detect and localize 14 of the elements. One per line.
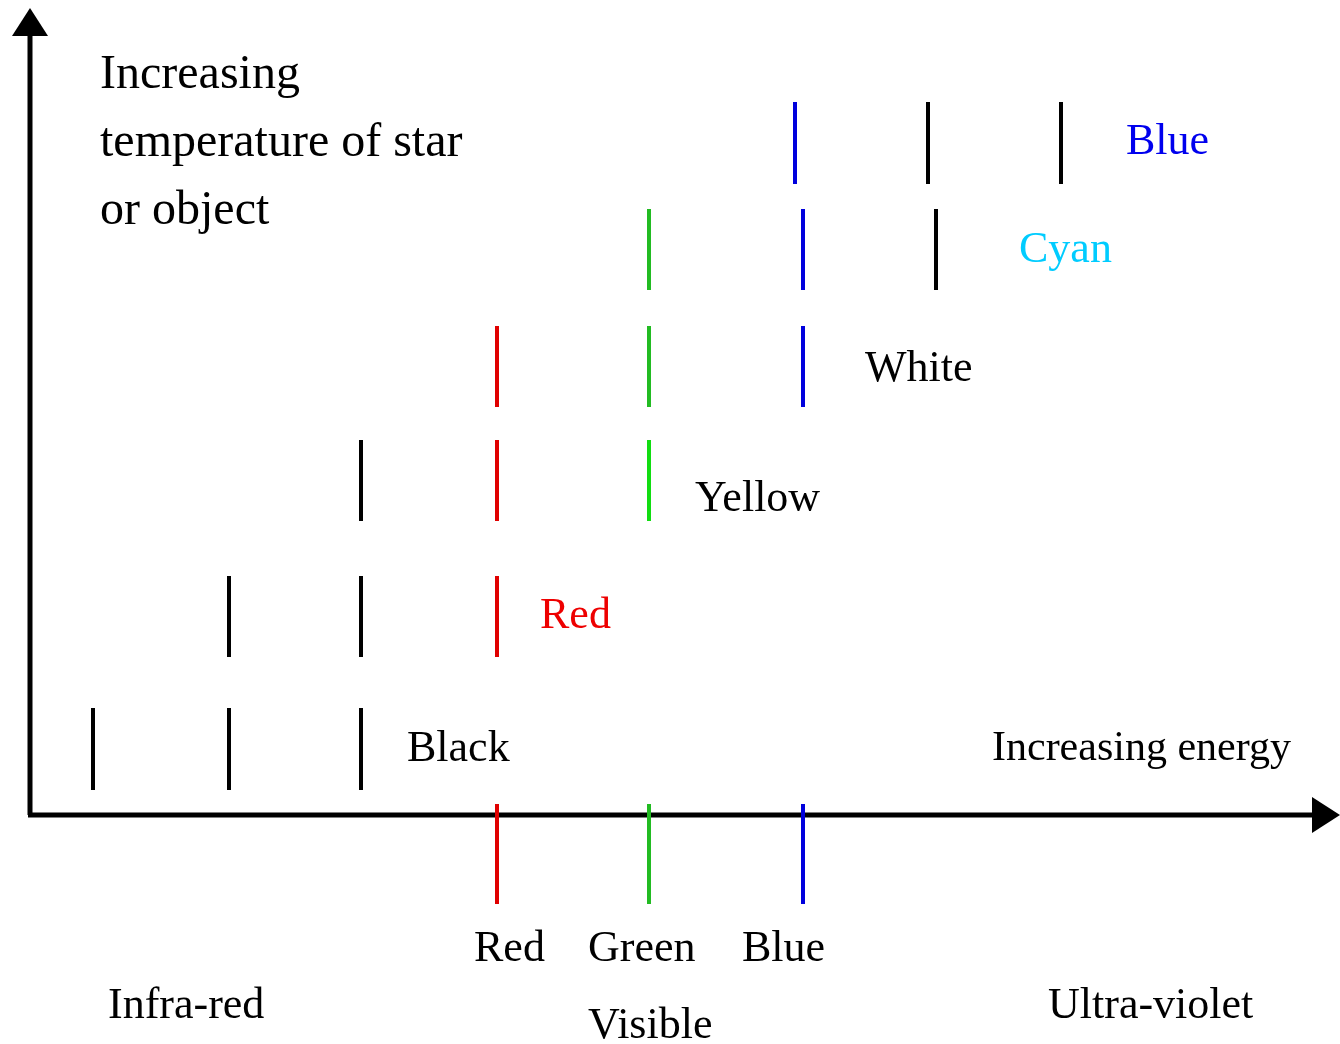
star-colour-label: Cyan [1019, 226, 1112, 270]
star-colour-label: Blue [1126, 118, 1210, 162]
band-label: Green [588, 925, 696, 969]
star-colour-label: Red [540, 592, 611, 636]
star-colour-label: Black [407, 725, 510, 769]
axis-title: Increasing energy [992, 725, 1291, 767]
region-label: Ultra-violet [1048, 982, 1254, 1026]
band-label: Blue [742, 925, 826, 969]
region-label: Infra-red [108, 982, 265, 1026]
star-colour-label: Yellow [695, 475, 821, 519]
band-label: Red [474, 925, 545, 969]
region-label: Visible [588, 1002, 713, 1044]
star-colour-label: White [865, 345, 973, 389]
axis-title: Increasing temperature of star or object [100, 44, 464, 236]
